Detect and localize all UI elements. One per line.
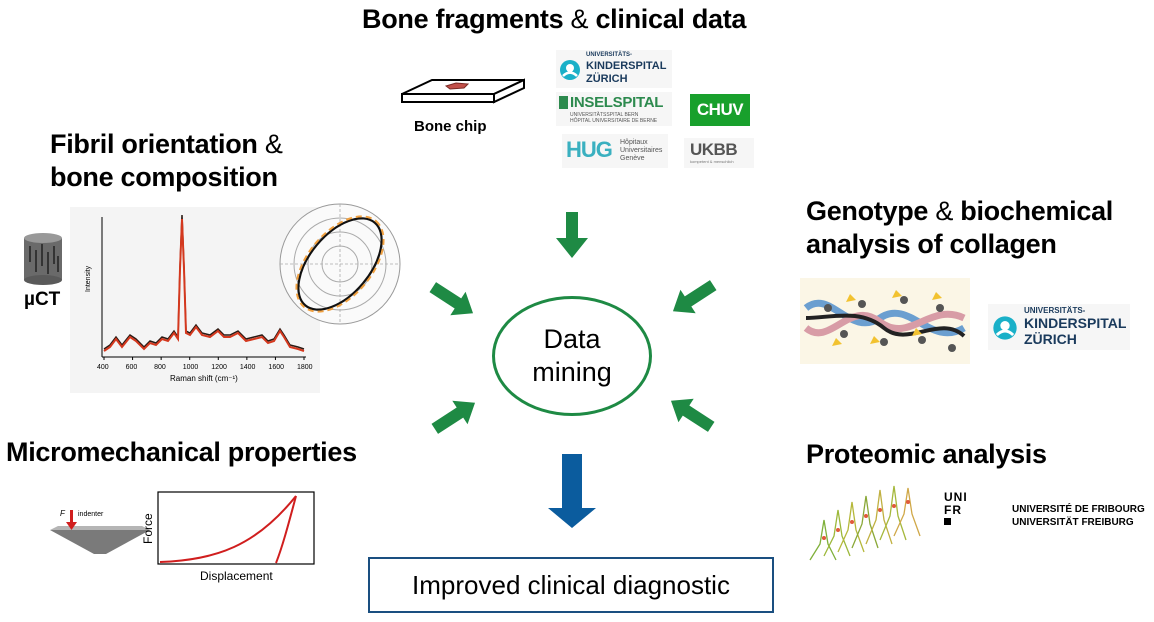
hug-logo: HUG Hôpitaux Universitaires Genève [562, 134, 668, 168]
fibril-heading: Fibril orientation & bone composition [50, 129, 283, 192]
micromech-heading: Micromechanical properties [6, 437, 357, 467]
displacement-xlabel: Displacement [200, 569, 273, 583]
indenter-label: indenter [78, 511, 104, 518]
raman-panel [70, 207, 320, 393]
arrow-from-top [556, 212, 588, 258]
diagnostic-box: Improved clinical diagnostic [368, 557, 774, 613]
raman-tick-label: 600 [126, 364, 138, 371]
kispi-logo-right: UNIVERSITÄTS- KINDERSPITAL ZÜRICH [988, 304, 1130, 350]
proteomic-heading: Proteomic analysis [806, 439, 1047, 469]
bone-fragments-heading: Bone fragments & clinical data [362, 4, 747, 34]
raman-tick-label: 800 [154, 364, 166, 371]
unloading-curve [275, 495, 297, 564]
kispi-logo-top: UNIVERSITÄTS- KINDERSPITAL ZÜRICH [556, 50, 672, 88]
raman-tick-label: 1600 [268, 364, 284, 371]
raman-tick-label: 1400 [240, 364, 256, 371]
mass-spectrum-illustration [809, 485, 921, 561]
loading-curve [159, 495, 297, 563]
inselspital-logo: INSELSPITAL UNIVERSITÄTSSPITAL BERN HÔPI… [556, 92, 672, 126]
arrow-from-lower-left [431, 400, 476, 434]
raman-tick-label: 1000 [183, 364, 199, 371]
ukbb-logo: UKBB kompetent & menschlich [684, 138, 754, 168]
data-mining-line2: mining [532, 357, 612, 387]
uct-cylinder-icon [24, 233, 62, 285]
force-displacement-chart: Force Displacement [141, 491, 315, 583]
kispi-symbol-icon [560, 60, 580, 80]
raman-tick-label: 400 [97, 364, 109, 371]
genotype-heading: Genotype & biochemical analysis of colla… [806, 196, 1114, 259]
diagnostic-label: Improved clinical diagnostic [412, 569, 730, 600]
raman-trace-dark [103, 214, 305, 350]
arrow-from-upper-left [429, 282, 474, 316]
raman-trace-red [103, 218, 305, 352]
data-mining-node: Data mining [492, 296, 652, 416]
raman-xlabel: Raman shift (cm⁻¹) [170, 374, 238, 383]
inselspital-mark-icon [559, 96, 568, 109]
unifr-square-icon [944, 518, 951, 525]
unifr-logo: UNI FR UNIVERSITÉ DE FRIBOURG UNIVERSITÄ… [944, 490, 1145, 528]
force-symbol: F [60, 509, 66, 518]
arrow-to-diagnostic [548, 454, 596, 528]
data-mining-line1: Data [543, 324, 601, 354]
uct-label: µCT [24, 289, 61, 310]
indenter-illustration: F indenter [50, 509, 150, 554]
force-ylabel: Force [141, 513, 155, 544]
raman-tick-label: 1800 [297, 364, 313, 371]
polar-orientation-plot [279, 203, 401, 325]
raman-ylabel: Intensity [85, 265, 92, 292]
chuv-logo: CHUV [690, 94, 750, 126]
raman-tick-label: 1200 [211, 364, 227, 371]
arrow-from-upper-right [672, 280, 717, 314]
collagen-triple-helix-illustration [800, 278, 970, 364]
bone-chip-illustration [401, 78, 525, 104]
bone-chip-label: Bone chip [414, 118, 487, 135]
arrow-from-lower-right [670, 398, 715, 432]
kispi-symbol-icon [993, 316, 1017, 340]
